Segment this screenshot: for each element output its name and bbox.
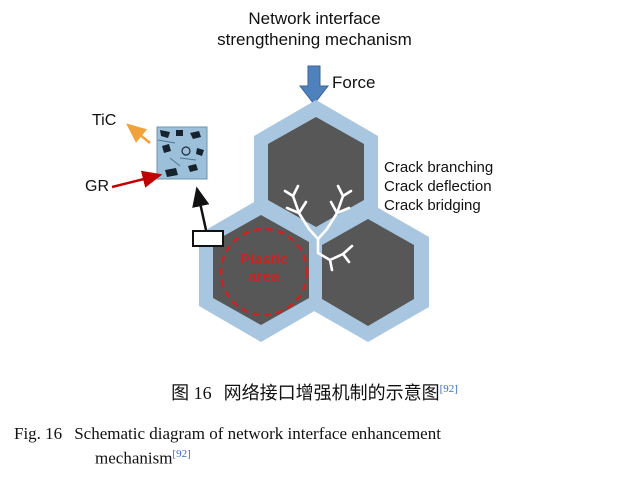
crack-bridging-label: Crack bridging [384,197,481,214]
micrograph-inset [156,126,208,180]
caption-zh-text: 网络接口增强机制的示意图 [223,383,440,403]
caption-english-line1: Fig. 16 Schematic diagram of network inte… [14,424,441,444]
gr-label: GR [85,178,109,195]
caption-chinese: 图 16 网络接口增强机制的示意图[92] [0,379,629,405]
tic-arrow-icon [126,123,151,144]
caption-en-text-line2: mechanism [95,448,173,468]
gr-arrow-icon [111,170,163,189]
micrograph-particles [160,130,204,177]
micrograph-pore [181,146,191,156]
plastic-area-label-line1: Plastic [239,251,289,268]
force-arrow-icon [298,65,330,105]
plastic-area-label: Plastic area [226,251,302,285]
plastic-area-circle [219,227,309,317]
caption-english-line2: mechanism[92] [95,448,191,469]
caption-en-text: Schematic diagram of network interface e… [74,424,441,443]
zoom-callout-arrow-icon [192,186,210,231]
crack-mechanism-labels: Crack branching Crack deflection Crack b… [384,158,493,215]
figure-title-line1: Network interface [248,9,381,28]
crack-deflection-label: Crack deflection [384,178,492,195]
tic-label: TiC [92,112,117,129]
grain-hexagon-bottom-right [322,219,414,326]
force-label: Force [332,73,376,92]
crack-branches-icon [283,184,354,272]
caption-en-fig-label: Fig. 16 [14,424,63,443]
caption-en-reference: [92] [172,448,191,460]
caption-zh-reference: [92] [439,383,458,395]
plastic-area-label-line2: area [248,268,280,285]
sample-location-box [192,230,224,247]
micrograph-boundaries [157,139,197,167]
caption-zh-fig-label: 图 16 [171,383,212,403]
crack-branching-label: Crack branching [384,159,494,176]
grain-hexagons [213,117,414,326]
grain-hexagon-top [268,117,364,227]
figure-title: Network interface strengthening mechanis… [0,8,629,50]
figure-title-line2: strengthening mechanism [217,30,412,49]
grain-hexagon-bottom-left [213,215,309,325]
